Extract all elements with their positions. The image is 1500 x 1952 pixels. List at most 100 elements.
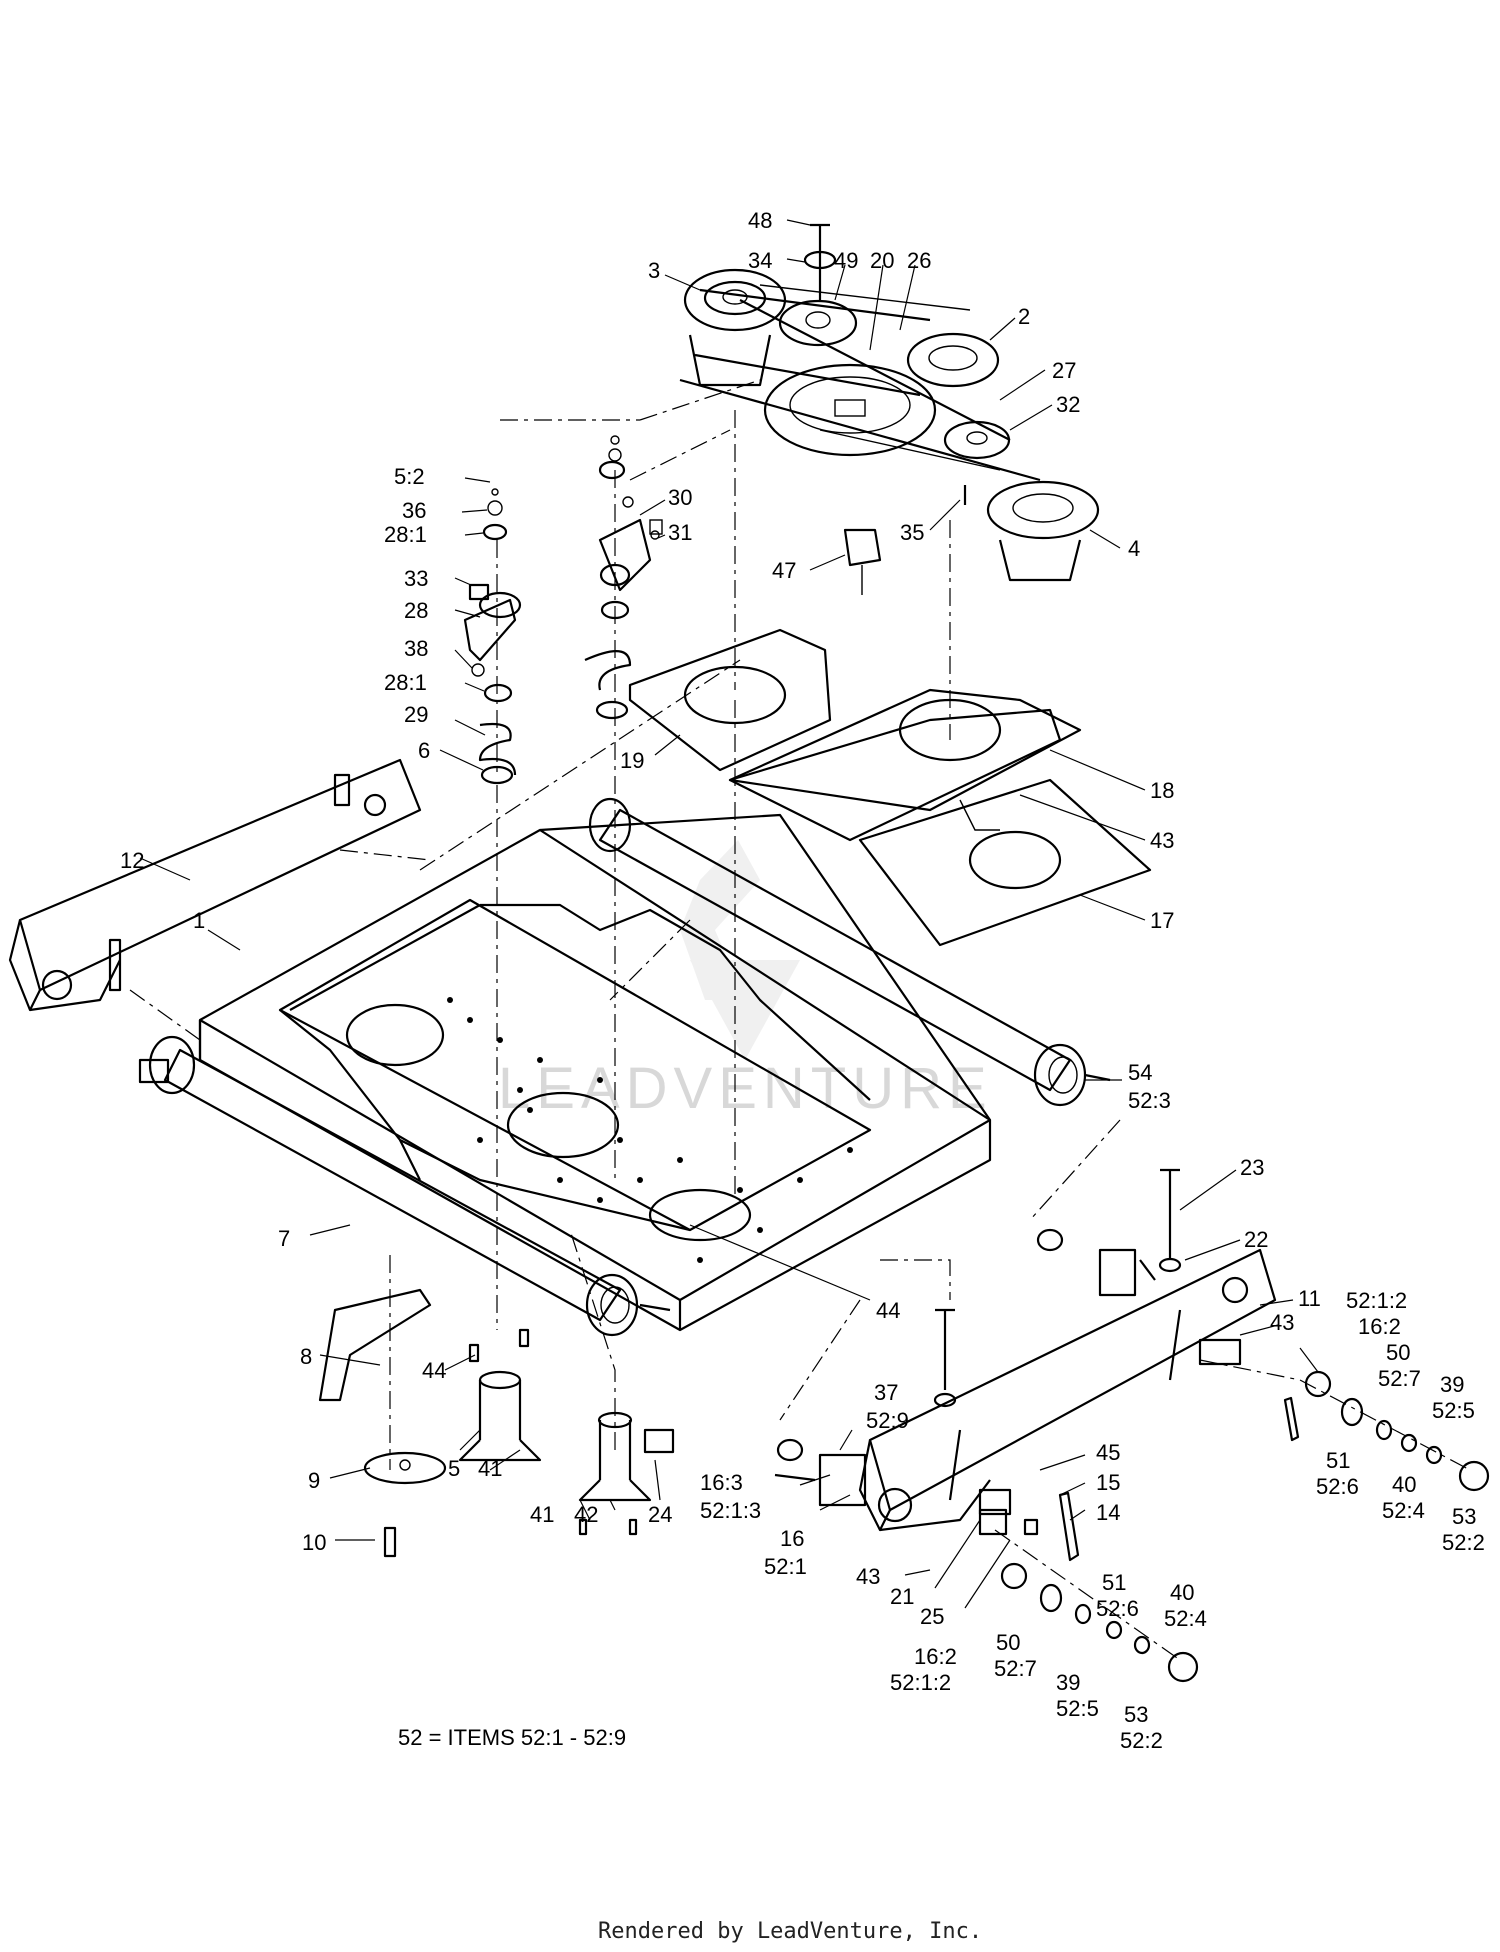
label-50-lower: 50 (996, 1630, 1020, 1655)
label-22: 22 (1244, 1227, 1268, 1252)
label-4: 4 (1128, 536, 1140, 561)
label-5: 5 (448, 1456, 460, 1481)
label-49: 49 (834, 248, 858, 273)
label-6: 6 (418, 738, 430, 763)
label-44-right: 44 (876, 1298, 900, 1323)
pulley-assembly (679, 223, 1100, 595)
label-52-6-upper: 52:6 (1316, 1474, 1359, 1499)
label-48: 48 (748, 208, 772, 233)
label-16-2-lower: 16:2 (914, 1644, 957, 1669)
front-roller (138, 1035, 671, 1337)
label-12: 12 (120, 848, 144, 873)
label-29: 29 (404, 702, 428, 727)
label-42: 42 (574, 1502, 598, 1527)
deck-frame (198, 813, 992, 1332)
label-39-upper: 39 (1440, 1372, 1464, 1397)
rear-roller (588, 797, 1111, 1107)
label-52-2-upper: 52:2 (1442, 1530, 1485, 1555)
label-8: 8 (300, 1344, 312, 1369)
watermark-text: LEADVENTURE (498, 1056, 993, 1121)
label-32: 32 (1056, 392, 1080, 417)
label-28-1-bottom: 28:1 (384, 670, 427, 695)
label-40-upper: 40 (1392, 1472, 1416, 1497)
label-43-upper: 43 (1150, 828, 1174, 853)
label-17: 17 (1150, 908, 1174, 933)
blade-hardware (318, 1288, 675, 1558)
label-51-upper: 51 (1326, 1448, 1350, 1473)
label-10: 10 (302, 1530, 326, 1555)
label-34: 34 (748, 248, 772, 273)
watermark-logo (680, 840, 800, 1060)
label-30: 30 (668, 485, 692, 510)
deck-plates (628, 628, 1152, 947)
label-52-5-lower: 52:5 (1056, 1696, 1099, 1721)
label-35: 35 (900, 520, 924, 545)
items-note: 52 = ITEMS 52:1 - 52:9 (398, 1725, 626, 1750)
label-44-left: 44 (422, 1358, 446, 1383)
label-52-4-lower: 52:4 (1164, 1606, 1207, 1631)
label-21: 21 (890, 1584, 914, 1609)
idler-arm-left (463, 488, 522, 785)
roller-hardware (774, 1168, 1490, 1683)
label-33: 33 (404, 566, 428, 591)
label-52-5-upper: 52:5 (1432, 1398, 1475, 1423)
label-9: 9 (308, 1468, 320, 1493)
label-52-4-upper: 52:4 (1382, 1498, 1425, 1523)
right-side-rail (858, 1248, 1277, 1532)
label-41-upper: 41 (478, 1456, 502, 1481)
label-19: 19 (620, 748, 644, 773)
label-54: 54 (1128, 1060, 1152, 1085)
label-14: 14 (1096, 1500, 1120, 1525)
label-52-9: 52:9 (866, 1408, 909, 1433)
label-37: 37 (874, 1380, 898, 1405)
label-16-2-upper: 16:2 (1358, 1314, 1401, 1339)
label-51-lower: 51 (1102, 1570, 1126, 1595)
label-20: 20 (870, 248, 894, 273)
label-23: 23 (1240, 1155, 1264, 1180)
label-52-7-lower: 52:7 (994, 1656, 1037, 1681)
label-52-1: 52:1 (764, 1554, 807, 1579)
label-45: 45 (1096, 1440, 1120, 1465)
label-38: 38 (404, 636, 428, 661)
label-52-6-lower: 52:6 (1096, 1596, 1139, 1621)
centerlines (129, 379, 1471, 1661)
label-40-lower: 40 (1170, 1580, 1194, 1605)
label-53-upper: 53 (1452, 1504, 1476, 1529)
label-43-right: 43 (1270, 1310, 1294, 1335)
part-labels: 48 34 49 20 26 3 2 27 32 35 4 47 30 31 5… (120, 208, 1485, 1753)
label-52-1-2-upper: 52:1:2 (1346, 1288, 1407, 1313)
label-25: 25 (920, 1604, 944, 1629)
label-53-lower: 53 (1124, 1702, 1148, 1727)
label-7: 7 (278, 1226, 290, 1251)
label-52-3: 52:3 (1128, 1088, 1171, 1113)
label-50-upper: 50 (1386, 1340, 1410, 1365)
label-15: 15 (1096, 1470, 1120, 1495)
label-28-1-top: 28:1 (384, 522, 427, 547)
label-36: 36 (402, 498, 426, 523)
label-2: 2 (1018, 304, 1030, 329)
label-27: 27 (1052, 358, 1076, 383)
label-16: 16 (780, 1526, 804, 1551)
label-11: 11 (1298, 1286, 1321, 1311)
label-52-1-2-lower: 52:1:2 (890, 1670, 951, 1695)
idler-arm-center (584, 435, 663, 720)
label-16-3: 16:3 (700, 1470, 743, 1495)
render-credit: Rendered by LeadVenture, Inc. (598, 1919, 982, 1944)
label-18: 18 (1150, 778, 1174, 803)
label-28: 28 (404, 598, 428, 623)
label-26: 26 (907, 248, 931, 273)
label-5-2: 5:2 (394, 464, 425, 489)
label-3: 3 (648, 258, 660, 283)
label-52-7-upper: 52:7 (1378, 1366, 1421, 1391)
leader-lines (139, 219, 1319, 1609)
label-52-2-lower: 52:2 (1120, 1728, 1163, 1753)
label-43-lower: 43 (856, 1564, 880, 1589)
label-1: 1 (193, 908, 205, 933)
label-24: 24 (648, 1502, 672, 1527)
label-41-lower: 41 (530, 1502, 554, 1527)
left-side-rail (8, 758, 422, 1012)
label-39-lower: 39 (1056, 1670, 1080, 1695)
label-52-1-3: 52:1:3 (700, 1498, 761, 1523)
label-31: 31 (668, 520, 692, 545)
